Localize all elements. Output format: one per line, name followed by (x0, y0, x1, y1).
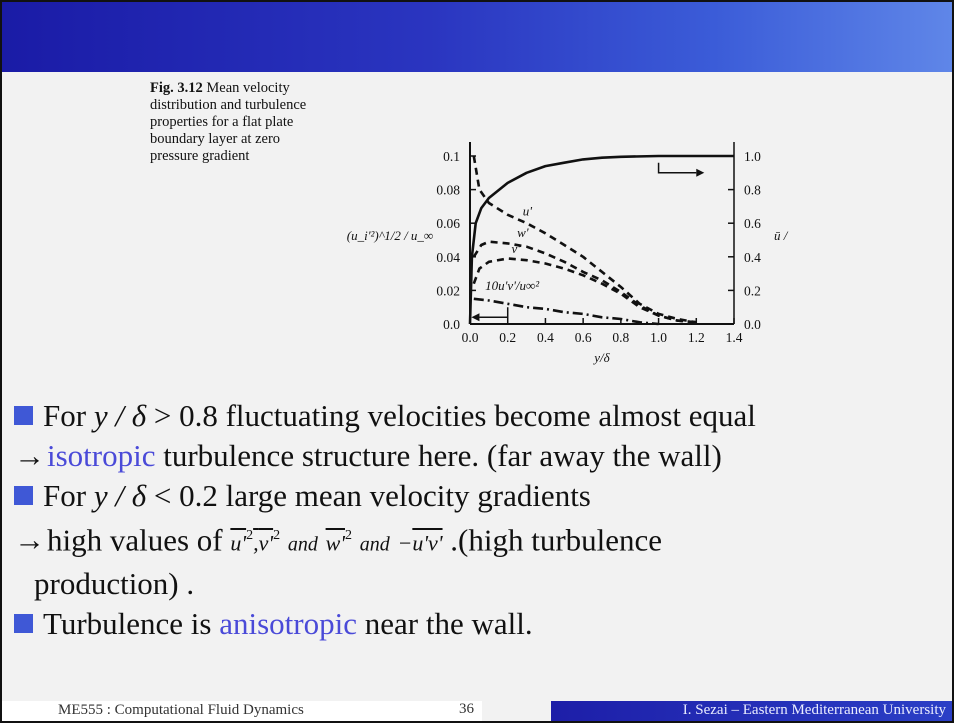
bullet-4: →high values of u'2,v'2 and w'2 and −u'v… (14, 516, 944, 564)
term-u-prime: u' (230, 530, 247, 556)
x-tick-label: 0.2 (499, 330, 516, 345)
y-right-axis-label: ū / u_∞ (774, 228, 790, 243)
right-arrowhead-icon (696, 168, 705, 177)
x-axis-label: y/δ (592, 350, 610, 365)
and-word-1: and (287, 533, 318, 556)
bullet-square-icon (14, 406, 33, 425)
minus-sign: − (397, 530, 413, 556)
series-label-2: w' (517, 225, 529, 240)
y-left-tick-label: 0.08 (436, 183, 460, 198)
bullet-4-continuation: production) . (34, 566, 195, 602)
footer-author: I. Sezai – Eastern Mediterranean Univers… (682, 702, 946, 718)
bullet-square-icon (14, 486, 33, 505)
figure-caption: Fig. 3.12 Mean velocity distribution and… (150, 80, 312, 165)
series-label-1: u' (523, 204, 533, 219)
footer-page-number: 36 (459, 701, 474, 717)
boundary-layer-chart: 0.0 0.02 0.04 0.06 0.08 0.1 0.0 0.2 0.4 0.6 0.8 1.0… (347, 142, 790, 365)
y-left-axis-label: (u_i'²)^1/2 / u_∞ (347, 228, 433, 243)
footer-course: ME555 : Computational Fluid Dynamics (58, 702, 304, 718)
figure-caption-text: Mean velocity distribution and turbulenc… (150, 80, 307, 164)
series-line-0 (468, 154, 734, 325)
bullet-1: For y / δ > 0.8 fluctuating velocities b… (14, 396, 944, 436)
anisotropic-term: anisotropic (219, 606, 357, 642)
y-right-tick-label: 0.2 (744, 283, 761, 298)
y-right-tick-label: 0.0 (744, 317, 761, 332)
y-right-tick-label: 0.8 (744, 183, 761, 198)
bullet-square-icon (14, 614, 33, 634)
bullet-2-text: turbulence structure here. (far away the… (155, 438, 722, 473)
y-left-tick-label: 0.0 (443, 317, 460, 332)
figure-label: Fig. 3.12 (150, 80, 203, 96)
term-v-prime: v' (258, 530, 274, 556)
isotropic-term: isotropic (47, 438, 156, 473)
bullet-4-text: .(high turbulence (442, 522, 663, 558)
bullet-2: →isotropic turbulence structure here. (f… (14, 436, 944, 476)
y-left-tick-label: 0.02 (436, 283, 460, 298)
bullet-5: Turbulence is anisotropic near the wall. (14, 604, 944, 644)
series-line-3 (472, 257, 697, 324)
bullet-1-text: > 0.8 fluctuating velocities become almo… (146, 398, 756, 433)
bullet-4-pre: high values of (47, 522, 231, 558)
y-right-tick-label: 0.4 (744, 250, 761, 265)
series-line-1 (472, 155, 697, 324)
chart-labels: 0.0 0.02 0.04 0.06 0.08 0.1 0.0 0.2 0.4 0.6 0.8 1.0… (347, 149, 790, 365)
y-right-tick-label: 1.0 (744, 149, 761, 164)
footer-left: ME555 : Computational Fluid Dynamics (2, 701, 482, 721)
x-tick-label: 0.8 (612, 330, 629, 345)
bullet-3-text: < 0.2 large mean velocity gradients (146, 478, 591, 513)
bullet-3-math: y / δ (93, 478, 147, 513)
footer-right: I. Sezai – Eastern Mediterranean Univers… (551, 701, 952, 721)
arrow-icon: → (14, 522, 45, 558)
series-label-4: 10u'v'/u∞² (485, 278, 540, 293)
x-tick-label: 1.2 (688, 330, 705, 345)
x-tick-label: 0.4 (537, 330, 554, 345)
bullet-3-pre: For (43, 478, 94, 513)
bullet-1-pre: For (43, 398, 94, 433)
y-right-tick-label: 0.6 (744, 216, 761, 231)
bullet-3: For y / δ < 0.2 large mean velocity grad… (14, 476, 944, 516)
arrow-icon: → (14, 438, 45, 473)
series-line-4 (473, 297, 659, 326)
term-uv-prime: u'v' (412, 530, 443, 556)
chart-series (468, 154, 734, 326)
y-left-tick-label: 0.06 (436, 216, 460, 231)
left-arrowhead-icon (471, 313, 480, 322)
x-tick-label: 1.4 (726, 330, 743, 345)
bullet-5-text: near the wall. (357, 606, 533, 642)
right-axis-arrow-icon (657, 162, 697, 174)
x-tick-label: 1.0 (650, 330, 667, 345)
x-tick-label: 0.6 (575, 330, 592, 345)
chart-axes (469, 142, 735, 325)
and-word-2: and (359, 533, 390, 556)
left-axis-arrow-icon (479, 307, 509, 319)
term-w-prime: w' (325, 530, 345, 556)
slide-body (2, 72, 952, 700)
y-left-tick-label: 0.1 (443, 149, 460, 164)
bullet-1-math: y / δ (93, 398, 147, 433)
bullet-list: For y / δ > 0.8 fluctuating velocities b… (14, 396, 944, 644)
x-tick-label: 0.0 (462, 330, 479, 345)
bullet-5-pre: Turbulence is (43, 606, 220, 642)
slide-header-band (2, 2, 952, 72)
y-left-tick-label: 0.04 (436, 250, 460, 265)
series-label-3: v' (511, 241, 520, 256)
